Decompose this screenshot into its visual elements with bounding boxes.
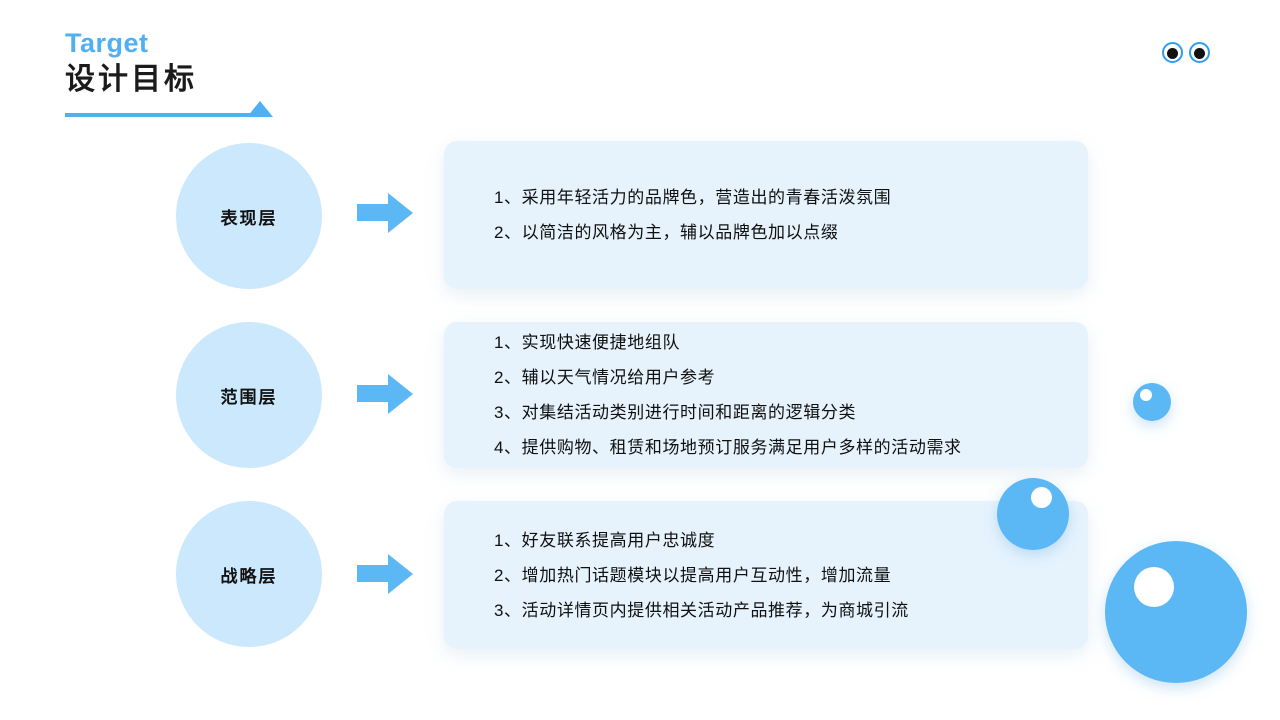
panel-line: 3、活动详情页内提供相关活动产品推荐，为商城引流 — [494, 600, 909, 620]
header-underline — [65, 113, 250, 117]
layer-bubble-strategy: 战略层 — [176, 501, 322, 647]
panel-line: 4、提供购物、租赁和场地预订服务满足用户多样的活动需求 — [494, 438, 962, 457]
decor-circle-small-highlight — [1140, 389, 1152, 401]
slide-header: Target 设计目标 — [65, 30, 485, 130]
arrow-body — [357, 204, 391, 221]
eye-left-pupil — [1167, 48, 1178, 59]
arrow-head — [388, 554, 413, 594]
decor-circle-small — [1133, 383, 1171, 421]
arrow-head — [388, 374, 413, 414]
arrow-body — [357, 385, 391, 402]
page-title-cn: 设计目标 — [65, 63, 197, 96]
panel-line: 2、增加热门话题模块以提高用户互动性，增加流量 — [494, 565, 892, 585]
bubble-label: 范围层 — [220, 387, 278, 407]
panel-line: 1、实现快速便捷地组队 — [494, 333, 681, 352]
eye-left-icon — [1162, 42, 1183, 63]
header-underline-arrow-icon — [247, 101, 273, 117]
eyes-decoration — [1162, 42, 1210, 63]
arrow-right-icon-2 — [357, 374, 413, 414]
panel-line: 2、辅以天气情况给用户参考 — [494, 368, 716, 387]
panel-line: 3、对集结活动类别进行时间和距离的逻辑分类 — [494, 403, 857, 422]
eye-right-icon — [1189, 42, 1210, 63]
panel-line: 1、采用年轻活力的品牌色，营造出的青春活泼氛围 — [494, 188, 892, 207]
arrow-body — [357, 565, 391, 582]
bubble-label: 战略层 — [220, 566, 278, 586]
arrow-head — [388, 193, 413, 233]
decor-circle-large-highlight — [1134, 567, 1174, 607]
decor-circle-medium — [997, 478, 1069, 550]
eye-right-pupil — [1194, 48, 1205, 59]
content-panel-presentation: 1、采用年轻活力的品牌色，营造出的青春活泼氛围 2、以简洁的风格为主，辅以品牌色… — [444, 141, 1088, 289]
layer-bubble-scope: 范围层 — [176, 322, 322, 468]
content-panel-strategy: 1、好友联系提高用户忠诚度 2、增加热门话题模块以提高用户互动性，增加流量 3、… — [444, 501, 1088, 649]
decor-circle-large — [1105, 541, 1247, 683]
page-title-en: Target — [65, 28, 149, 58]
content-panel-scope: 1、实现快速便捷地组队 2、辅以天气情况给用户参考 3、对集结活动类别进行时间和… — [444, 322, 1088, 468]
layer-bubble-presentation: 表现层 — [176, 143, 322, 289]
arrow-right-icon-1 — [357, 193, 413, 233]
panel-line: 2、以简洁的风格为主，辅以品牌色加以点缀 — [494, 223, 839, 242]
arrow-right-icon-3 — [357, 554, 413, 594]
decor-circle-medium-highlight — [1031, 487, 1052, 508]
panel-line: 1、好友联系提高用户忠诚度 — [494, 530, 716, 550]
bubble-label: 表现层 — [220, 208, 278, 228]
